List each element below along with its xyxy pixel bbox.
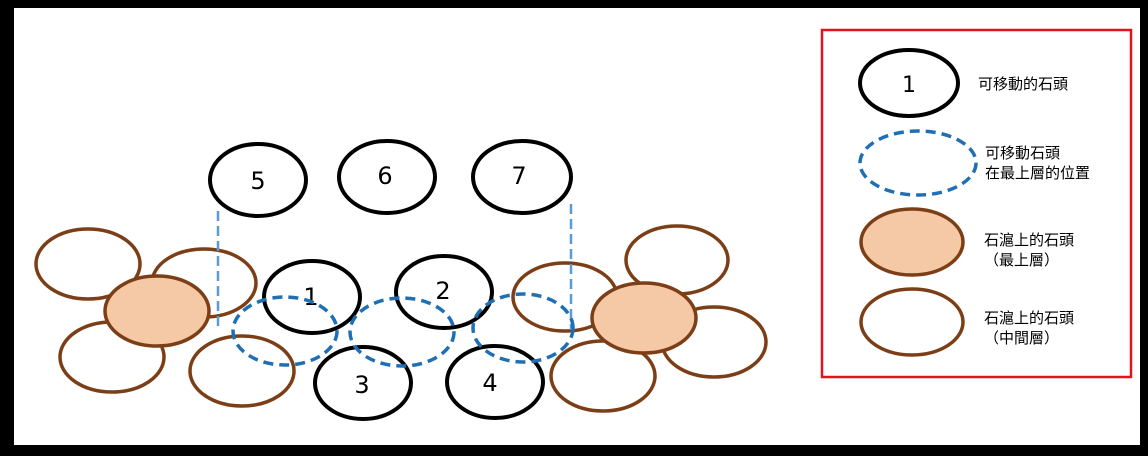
stone-6-label: 6	[377, 162, 392, 190]
legend-movable-label: 可移動的石頭	[978, 75, 1068, 93]
stone-5-label: 5	[250, 167, 265, 195]
legend-wall-middle-line1: 石滬上的石頭	[984, 309, 1074, 327]
wall-stone-middle	[188, 334, 296, 408]
stone-2	[394, 254, 494, 330]
legend-position-line2: 在最上層的位置	[985, 164, 1090, 182]
legend: 1 可移動的石頭 可移動石頭 在最上層的位置 石滬上的石頭 （最上層） 石滬上的…	[820, 28, 1133, 379]
legend-movable-swatch	[858, 48, 960, 118]
stone-4	[445, 344, 545, 420]
legend-wall-top-line1: 石滬上的石頭	[984, 231, 1074, 249]
target-position	[471, 292, 575, 364]
stone-4-label: 4	[482, 369, 497, 397]
legend-wall-top-swatch	[859, 207, 965, 277]
stone-7-label: 7	[511, 162, 526, 190]
target-position	[231, 295, 339, 367]
stone-1	[262, 259, 362, 335]
legend-position-swatch	[858, 129, 978, 197]
legend-wall-middle-swatch	[859, 287, 965, 357]
legend-wall-middle-line2: （中間層）	[984, 329, 1059, 347]
stone-7	[471, 139, 573, 215]
movable-stones	[208, 139, 573, 421]
wall-stone-middle	[34, 227, 142, 301]
stone-6	[337, 139, 437, 215]
stone-5	[208, 142, 308, 218]
stone-2-label: 2	[435, 277, 450, 305]
target-position	[348, 296, 456, 368]
legend-position-line1: 可移動石頭	[985, 144, 1060, 162]
legend-wall-top-line2: （最上層）	[984, 251, 1059, 269]
stone-1-label: 1	[303, 283, 318, 311]
wall-stone-top	[590, 281, 698, 355]
stone-3-label: 3	[354, 371, 369, 399]
wall-stone-top	[103, 274, 211, 348]
target-positions	[231, 292, 575, 368]
legend-movable-number: 1	[902, 73, 916, 98]
